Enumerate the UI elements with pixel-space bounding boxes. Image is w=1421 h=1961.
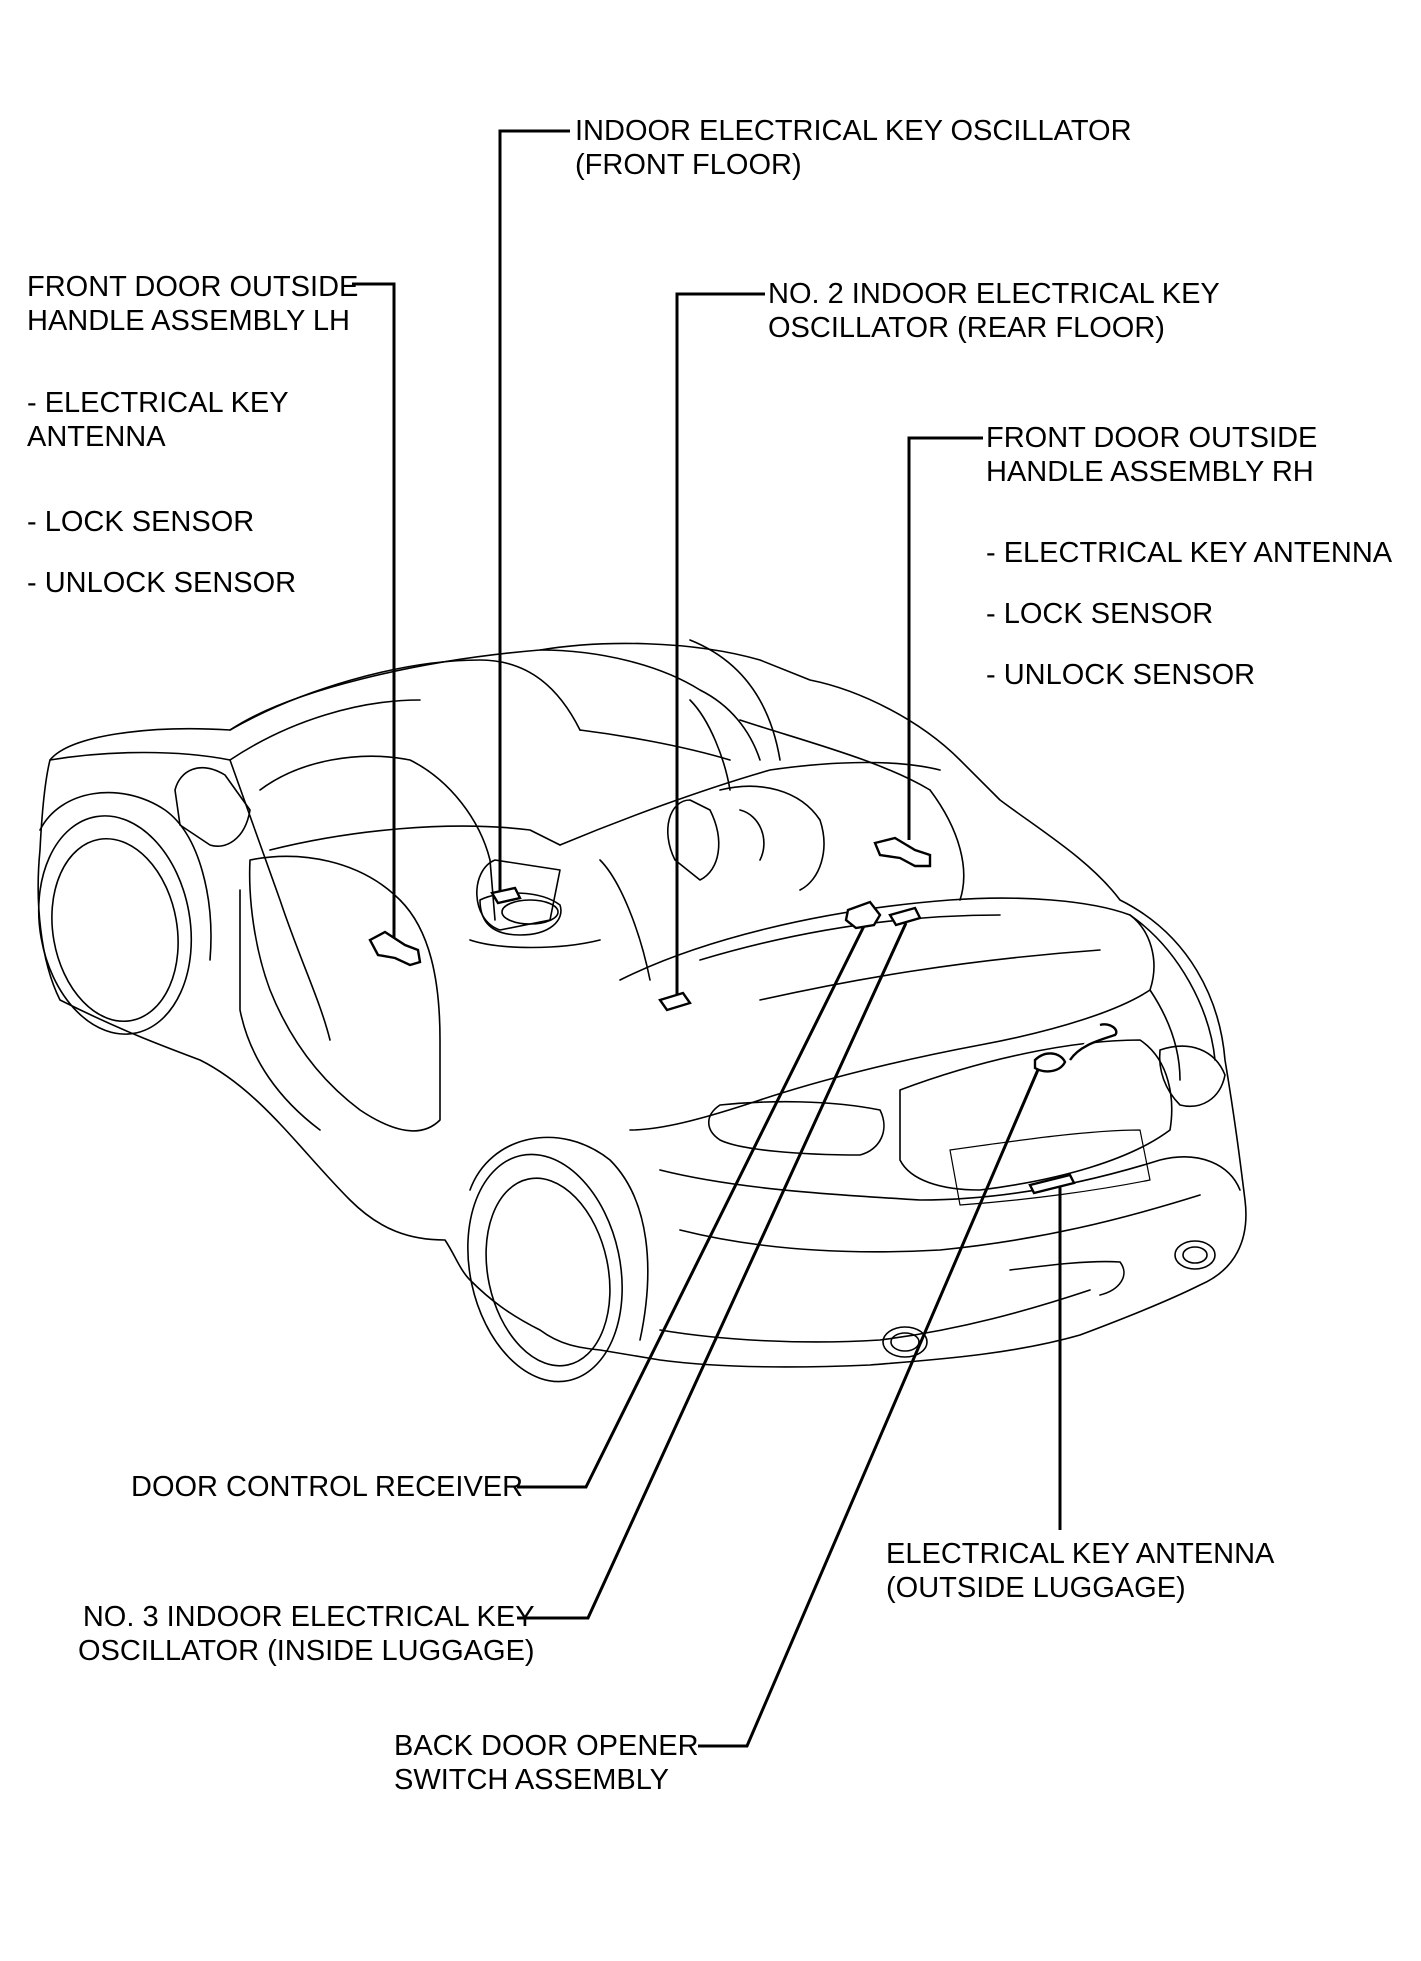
rear-bumper xyxy=(659,1156,1241,1201)
rear-floor-oscillator-part xyxy=(658,991,692,1012)
label-line: DOOR CONTROL RECEIVER xyxy=(131,1471,524,1503)
leader-door-control-receiver xyxy=(517,921,868,1489)
label-line: NO. 3 INDOOR ELECTRICAL KEY xyxy=(82,1601,535,1633)
back-door-harness-part xyxy=(1069,1023,1118,1061)
label-line: (OUTSIDE LUGGAGE) xyxy=(886,1572,1186,1604)
label-line: INDOOR ELECTRICAL KEY OSCILLATOR xyxy=(575,115,1132,147)
label-front-floor-oscillator: INDOOR ELECTRICAL KEY OSCILLATOR (FRONT … xyxy=(575,114,1132,182)
front-floor-oscillator-part xyxy=(490,886,522,905)
handle-rh-part xyxy=(873,836,932,868)
handle-lh-sub-antenna: - ELECTRICAL KEY ANTENNA xyxy=(27,386,289,454)
label-line: SWITCH ASSEMBLY xyxy=(394,1764,670,1796)
label-line: NO. 2 INDOOR ELECTRICAL KEY xyxy=(768,278,1220,310)
handle-rh-sub-antenna: - ELECTRICAL KEY ANTENNA xyxy=(986,537,1393,569)
label-handle-rh: FRONT DOOR OUTSIDE HANDLE ASSEMBLY RH xyxy=(986,421,1317,489)
front-wheel-outer xyxy=(37,815,193,1035)
front-wheel-inner xyxy=(51,837,179,1023)
label-line: (FRONT FLOOR) xyxy=(575,149,802,181)
rear-wheel-inner xyxy=(485,1177,611,1367)
handle-rh-sub-lock: - LOCK SENSOR xyxy=(986,598,1214,630)
label-line: OSCILLATOR (REAR FLOOR) xyxy=(768,312,1165,344)
label-door-control-receiver: DOOR CONTROL RECEIVER xyxy=(131,1470,523,1504)
handle-lh-part xyxy=(368,930,422,967)
label-line: OSCILLATOR (INSIDE LUGGAGE) xyxy=(78,1635,535,1667)
label-outside-luggage-antenna: ELECTRICAL KEY ANTENNA (OUTSIDE LUGGAGE) xyxy=(886,1537,1274,1605)
label-line: ANTENNA xyxy=(27,421,166,453)
door-control-receiver-part xyxy=(844,900,882,930)
handle-lh-sub-lock: - LOCK SENSOR xyxy=(27,506,255,538)
tail-light-left xyxy=(707,1100,885,1156)
handle-rh-sub-unlock: - UNLOCK SENSOR xyxy=(986,659,1256,691)
back-door-opener-part xyxy=(1033,1052,1067,1073)
trunk-lid xyxy=(899,1039,1173,1191)
rear-wheel-outer xyxy=(467,1153,623,1383)
label-line: HANDLE ASSEMBLY LH xyxy=(27,305,350,337)
exhaust-left xyxy=(882,1326,928,1358)
leader-rear-floor xyxy=(675,292,765,1000)
outside-luggage-antenna-part xyxy=(1028,1173,1076,1195)
leader-front-floor xyxy=(498,129,570,897)
leader-luggage-osc xyxy=(517,922,908,1620)
label-line: HANDLE ASSEMBLY RH xyxy=(986,456,1314,488)
label-handle-lh: FRONT DOOR OUTSIDE HANDLE ASSEMBLY LH xyxy=(27,270,358,338)
label-luggage-oscillator: NO. 3 INDOOR ELECTRICAL KEY OSCILLATOR (… xyxy=(78,1600,535,1668)
leader-handle-lh xyxy=(352,282,396,948)
label-line: ELECTRICAL KEY ANTENNA xyxy=(886,1538,1275,1570)
label-line: FRONT DOOR OUTSIDE xyxy=(27,271,359,303)
label-back-door-opener: BACK DOOR OPENER SWITCH ASSEMBLY xyxy=(394,1729,699,1797)
label-rear-floor-oscillator: NO. 2 INDOOR ELECTRICAL KEY OSCILLATOR (… xyxy=(768,277,1220,345)
label-line: FRONT DOOR OUTSIDE xyxy=(986,422,1318,454)
handle-lh-sub-unlock: - UNLOCK SENSOR xyxy=(27,567,297,599)
leader-back-door-opener xyxy=(698,1064,1042,1748)
door-lh-outline xyxy=(248,855,441,1132)
leader-handle-rh xyxy=(907,436,983,840)
label-line: - ELECTRICAL KEY xyxy=(27,387,289,419)
label-line: BACK DOOR OPENER xyxy=(394,1730,699,1762)
exhaust-right xyxy=(1174,1240,1216,1270)
luggage-oscillator-part xyxy=(888,906,922,927)
tail-light-right xyxy=(1158,1045,1226,1107)
